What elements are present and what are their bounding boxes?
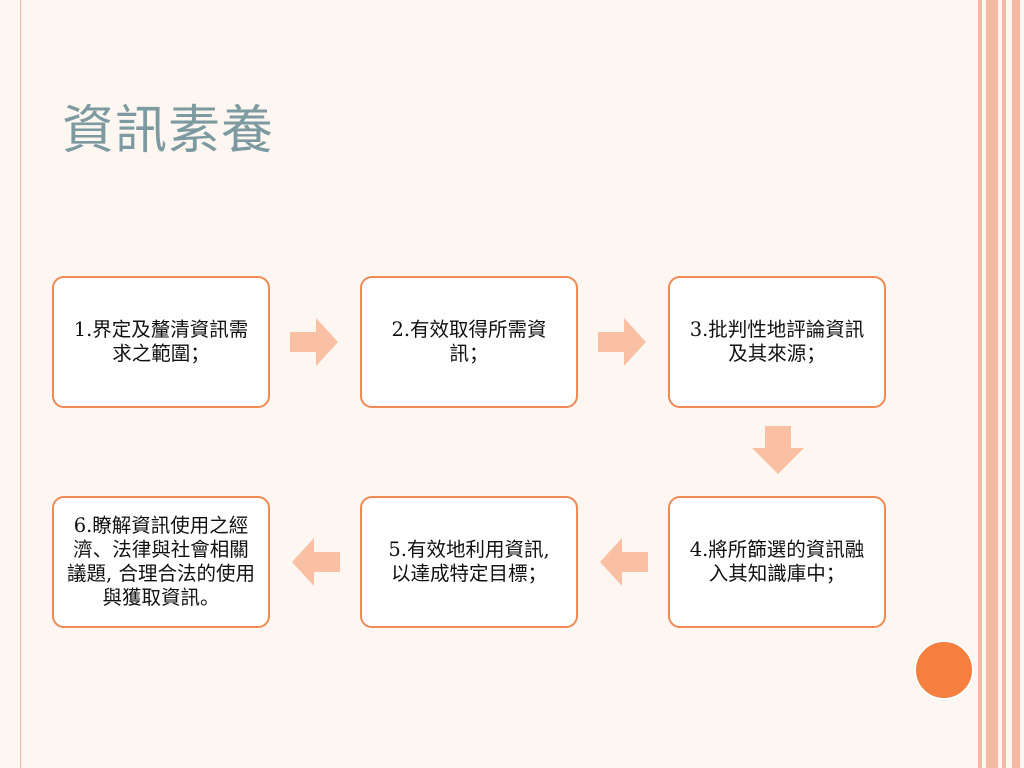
step-text-3: 3.批判性地評論資訊及其來源； bbox=[689, 318, 865, 365]
arrow-right-icon bbox=[598, 318, 646, 366]
step-box-2: 2.有效取得所需資訊； bbox=[360, 276, 578, 408]
step-box-4: 4.將所篩選的資訊融入其知識庫中； bbox=[668, 496, 886, 628]
stripe-2 bbox=[986, 0, 998, 768]
stripe-3 bbox=[1002, 0, 1006, 768]
step-text-4: 4.將所篩選的資訊融入其知識庫中； bbox=[689, 538, 865, 585]
step-box-6: 6.瞭解資訊使用之經濟、法律與社會相關議題, 合理合法的使用與獲取資訊。 bbox=[52, 496, 270, 628]
slide-title: 資訊素養 bbox=[62, 101, 275, 161]
arrow-left-icon bbox=[600, 538, 648, 586]
stripe-4 bbox=[1012, 0, 1020, 768]
arrow-right-icon bbox=[290, 318, 338, 366]
step-box-3: 3.批判性地評論資訊及其來源； bbox=[668, 276, 886, 408]
step-text-5: 5.有效地利用資訊, 以達成特定目標； bbox=[388, 538, 550, 585]
stripe-1 bbox=[978, 0, 982, 768]
left-border-line bbox=[20, 0, 21, 768]
step-text-6: 6.瞭解資訊使用之經濟、法律與社會相關議題, 合理合法的使用與獲取資訊。 bbox=[67, 514, 255, 609]
arrow-left-icon bbox=[292, 538, 340, 586]
step-box-1: 1.界定及釐清資訊需求之範圍； bbox=[52, 276, 270, 408]
step-text-2: 2.有效取得所需資訊； bbox=[391, 318, 547, 365]
step-text-1: 1.界定及釐清資訊需求之範圍； bbox=[73, 318, 249, 365]
accent-circle bbox=[914, 640, 974, 700]
right-decorative-stripes bbox=[976, 0, 1024, 768]
step-box-5: 5.有效地利用資訊, 以達成特定目標； bbox=[360, 496, 578, 628]
arrow-down-icon bbox=[752, 426, 804, 474]
